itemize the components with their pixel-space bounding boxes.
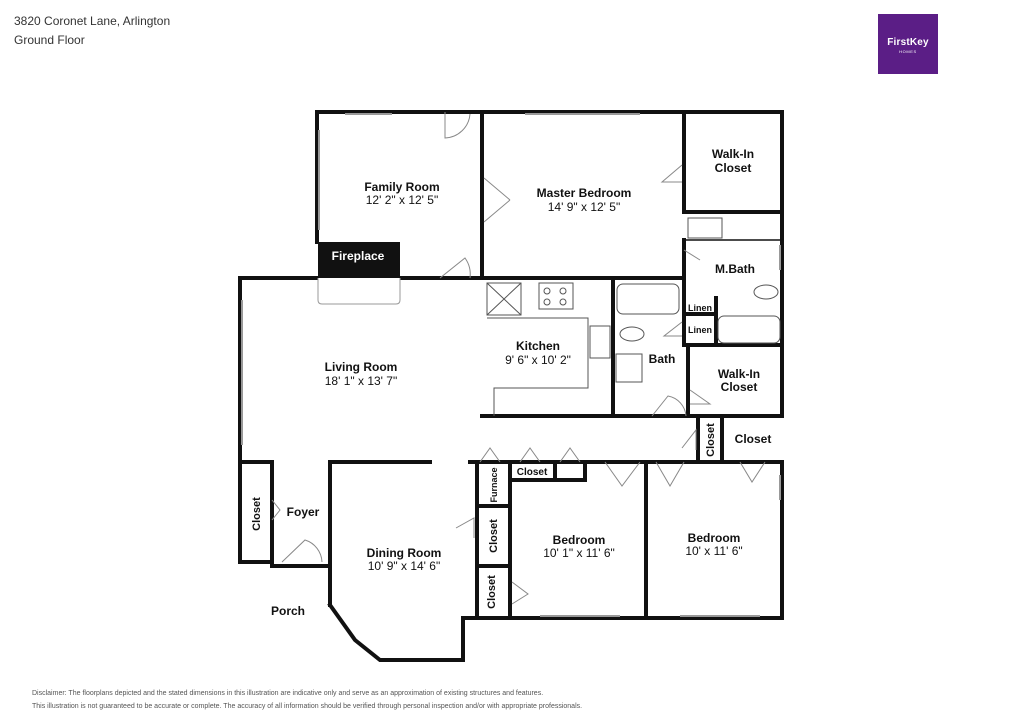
walk-in-closet-1-label: Walk-In (712, 147, 754, 161)
brand-logo-text: FirstKey (887, 37, 929, 48)
fireplace-label: Fireplace (332, 249, 385, 263)
fireplace-hearth (317, 278, 401, 305)
closet-low-label: Closet (486, 575, 498, 609)
room-labels: Family Room 12' 2" x 12' 5" Master Bedro… (251, 147, 771, 618)
property-address: 3820 Coronet Lane, Arlington (14, 14, 171, 28)
master-bedroom-dims: 14' 9" x 12' 5" (548, 200, 620, 214)
closet-mid-label: Closet (488, 519, 500, 553)
dining-room-dims: 10' 9" x 14' 6" (368, 559, 440, 573)
brand-logo: FirstKey HOMES (878, 14, 938, 74)
door-swings (271, 112, 766, 605)
disclaimer-line-2: This illustration is not guaranteed to b… (32, 703, 583, 710)
walk-in-closet-2-label: Walk-In (718, 367, 760, 381)
kitchen-sink (589, 325, 611, 359)
family-room-label: Family Room (364, 180, 439, 194)
closet-small-label: Closet (517, 467, 548, 478)
linen-2-label: Linen (688, 325, 712, 335)
foyer-label: Foyer (287, 505, 320, 519)
brand-logo-subtext: HOMES (899, 49, 917, 54)
family-room-dims: 12' 2" x 12' 5" (366, 193, 438, 207)
kitchen-stove (538, 282, 574, 310)
bedroom-1-dims: 10' 1" x 11' 6" (543, 546, 615, 560)
tub-mbath (717, 315, 781, 344)
kitchen-counter (487, 317, 589, 416)
toilet-mbath (753, 284, 779, 300)
kitchen-dims: 9' 6" x 10' 2" (505, 353, 571, 367)
closet-hall-v-label: Closet (705, 423, 717, 457)
sink-mbath (687, 217, 723, 239)
vanity-bath (615, 353, 643, 383)
floor-label: Ground Floor (14, 33, 85, 47)
living-room-dims: 18' 1" x 13' 7" (325, 374, 397, 388)
furnace-label: Furnace (489, 467, 499, 502)
toilet-bath (619, 326, 645, 342)
bedroom-2-label: Bedroom (688, 531, 741, 545)
disclaimer-line-1: Disclaimer: The floorplans depicted and … (32, 690, 544, 697)
bath-label: Bath (649, 352, 676, 366)
windows (241, 113, 781, 617)
kitchen-label: Kitchen (516, 339, 560, 353)
dining-room-label: Dining Room (367, 546, 442, 560)
porch-label: Porch (271, 604, 305, 618)
walk-in-closet-1-label2: Closet (715, 161, 752, 175)
bedroom-2-dims: 10' x 11' 6" (685, 544, 742, 558)
m-bath-label: M.Bath (715, 262, 755, 276)
living-room-label: Living Room (325, 360, 398, 374)
linen-1-label: Linen (688, 303, 712, 313)
closet-foyer-label: Closet (251, 497, 263, 531)
bedroom-1-label: Bedroom (553, 533, 606, 547)
walls (238, 110, 784, 662)
walk-in-closet-2-label2: Closet (721, 380, 758, 394)
closet-hall-h-label: Closet (735, 432, 772, 446)
fireplace-block (318, 242, 400, 276)
master-bedroom-label: Master Bedroom (537, 186, 632, 200)
tub-bath (616, 283, 680, 315)
fixtures (486, 217, 781, 416)
